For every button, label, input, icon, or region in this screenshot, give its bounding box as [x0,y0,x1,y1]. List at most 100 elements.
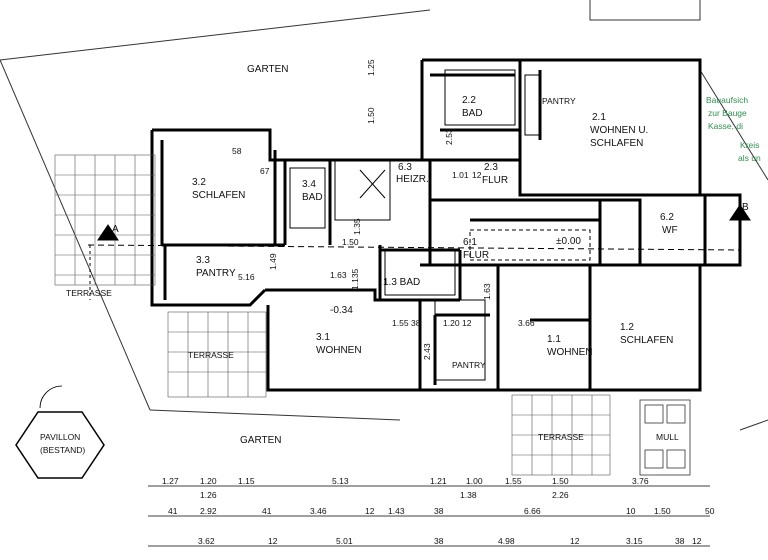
dim-row3-6: 3.15 [626,536,643,546]
room-3-3-name: PANTRY [196,268,236,279]
room-2-3-number: 2.3 [484,162,498,173]
dim-row2-5: 1.43 [388,506,405,516]
dim-1-63: 1.63 [330,270,347,280]
terrace-left-label: TERRASSE [66,288,112,298]
dim-1-35: 1.35 [352,218,362,235]
pavilion-name: PAVILLON [40,432,80,442]
dim-row3-5: 12 [570,536,580,546]
level-minus-034: -0.34 [330,305,353,316]
room-2-3-name: FLUR [482,175,508,186]
pantry-mid-label: PANTRY [452,360,486,370]
side-note-4: Kreis [740,140,759,150]
dim-row2-10: 50 [705,506,715,516]
dim-1-01: 1.01 [452,170,469,180]
dim-row3-2: 5.01 [336,536,353,546]
dim-row3-3: 38 [434,536,444,546]
dim-1-25: 1.25 [366,59,376,76]
room-3-2-number: 3.2 [192,177,206,188]
dim-row3-8: 12 [692,536,702,546]
dimension-chains [148,485,710,547]
dim-12-b: 12 [462,318,472,328]
side-note-3: Kasse, di [708,121,743,131]
side-note-1: Bauaufsich [706,95,748,105]
pavilion [15,385,105,479]
dim-row1b-0: 1.26 [200,490,217,500]
dim-12-a: 12 [472,170,482,180]
level-zero: ±0.00 [556,236,581,247]
dim-row2-0: 41 [168,506,178,516]
terrace-left-grid [54,154,156,286]
dim-row1-0: 1.27 [162,476,179,486]
room-6-2-name: WF [662,225,678,236]
section-markers [97,204,751,241]
pavilion-note: (BESTAND) [40,445,85,455]
terrace-right-grid [511,394,611,476]
dim-row1-6: 1.55 [505,476,522,486]
dim-row3-7: 38 [675,536,685,546]
terrace-mid-label: TERRASSE [188,350,234,360]
room-3-2-name: SCHLAFEN [192,190,245,201]
terrace-right-label: TERRASSE [538,432,584,442]
pantry-top-label: PANTRY [542,96,576,106]
room-2-2-name: BAD [462,108,483,119]
terrace-mid-grid [167,311,267,398]
dim-2-53: 2.53 [444,128,454,145]
mull-area [639,399,691,476]
mull-label: MULL [656,432,679,442]
dim-row1-8: 3.76 [632,476,649,486]
dim-row2-3: 3.46 [310,506,327,516]
room-1-2-number: 1.2 [620,322,634,333]
room-3-1-name: WOHNEN [316,345,362,356]
dim-1-49: 1.49 [268,253,278,270]
dim-row2-2: 41 [262,506,272,516]
dim-5-16: 5.16 [238,272,255,282]
room-1-1-number: 1.1 [547,334,561,345]
room-3-3-number: 3.3 [196,255,210,266]
room-6-1-name: FLUR [463,250,489,261]
walls [150,58,742,392]
room-3-1-number: 3.1 [316,332,330,343]
room-6-3-number: 6.3 [398,162,412,173]
dim-row3-1: 12 [268,536,278,546]
dim-row2-1: 2.92 [200,506,217,516]
dim-67: 67 [260,166,270,176]
dim-1-20: 1.20 [443,318,460,328]
dim-row1-3: 5.13 [332,476,349,486]
dim-row2-8: 10 [626,506,636,516]
dim-row3-4: 4.98 [498,536,515,546]
dim-row1b-2: 2.26 [552,490,569,500]
property-lines [0,0,768,431]
dim-row1b-1: 1.38 [460,490,477,500]
side-note-2: zur Bauge [708,108,747,118]
dim-1-55: 1.55 [392,318,409,328]
room-6-3-name: HEIZR. [396,174,429,185]
inner-lines [87,69,741,381]
room-2-2-number: 2.2 [462,95,476,106]
dim-row3-0: 3.62 [198,536,215,546]
room-3-4-number: 3.4 [302,179,316,190]
dim-1-135: 1.135 [350,268,360,290]
dim-row1-2: 1.15 [238,476,255,486]
room-1-2-name: SCHLAFEN [620,335,673,346]
room-1-3-label: 1.3 BAD [383,277,420,288]
room-2-1-name-1: WOHNEN U. [590,125,648,136]
dim-1-50: 1.50 [366,107,376,124]
section-marker-b: B [742,202,749,213]
side-note-5: als un [738,153,761,163]
room-1-1-name: WOHNEN [547,347,593,358]
dim-row2-7: 6.66 [524,506,541,516]
room-2-1-name-2: SCHLAFEN [590,138,643,149]
dim-row2-4: 12 [365,506,375,516]
dim-row1-1: 1.20 [200,476,217,486]
room-3-4-name: BAD [302,192,323,203]
dim-row1-5: 1.00 [466,476,483,486]
room-6-2-number: 6.2 [660,212,674,223]
dim-2-43: 2.43 [422,343,432,360]
dim-row1-7: 1.50 [552,476,569,486]
garden-top-label: GARTEN [247,64,289,75]
dim-row1-4: 1.21 [430,476,447,486]
dim-row2-9: 1.50 [654,506,671,516]
dim-58: 58 [232,146,242,156]
dim-row2-6: 38 [434,506,444,516]
